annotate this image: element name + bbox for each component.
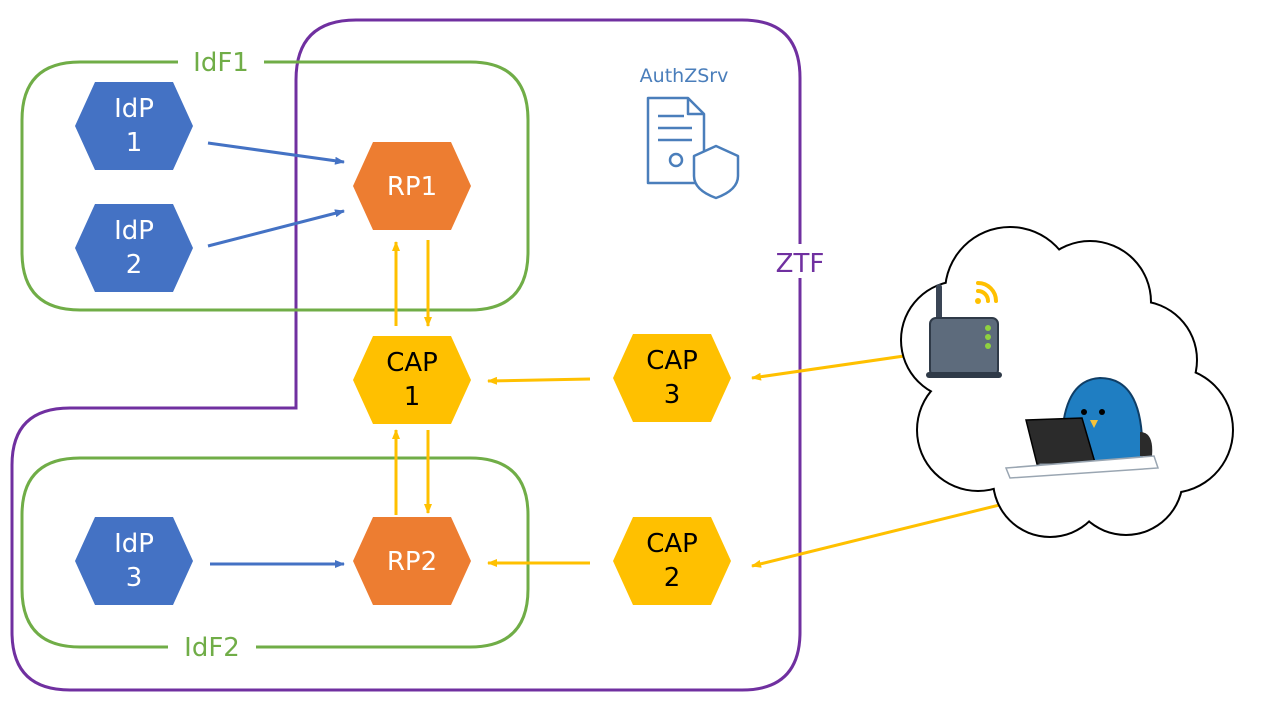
cap3-line2: 3 — [664, 380, 681, 410]
idp2-line1: IdP — [114, 216, 154, 246]
idp1-node: IdP 1 — [75, 82, 193, 170]
idf2-label: IdF2 — [184, 633, 240, 663]
server-shield-icon — [646, 96, 740, 200]
cap1-line1: CAP — [386, 348, 438, 378]
penguin-laptop-icon — [1004, 376, 1160, 479]
cap2-line2: 2 — [664, 563, 681, 593]
rp1-node: RP1 — [353, 142, 471, 230]
idf1-boundary — [20, 60, 530, 312]
ztf-boundary — [10, 18, 802, 692]
cloud-icon — [900, 226, 1234, 538]
cap2-line1: CAP — [646, 529, 698, 559]
idp2-line2: 2 — [126, 250, 143, 280]
cap1-line2: 1 — [404, 382, 421, 412]
wifi-signal-icon — [975, 281, 998, 304]
rp2-label: RP2 — [387, 547, 437, 577]
idp2-node: IdP 2 — [75, 204, 193, 292]
arrow-router-cap3 — [751, 352, 919, 381]
arrow-user-cap2 — [751, 492, 1045, 568]
arrow-cap3-cap1 — [487, 376, 591, 385]
rp1-label: RP1 — [387, 172, 437, 202]
wifi-router-icon — [926, 281, 1002, 378]
arrow-idp1-rp1 — [207, 141, 345, 165]
idp3-node: IdP 3 — [75, 517, 193, 605]
idf2-boundary — [20, 456, 530, 649]
cap2-node: CAP 2 — [613, 517, 731, 605]
arrow-idp2-rp1 — [207, 209, 345, 248]
authzsrv-label: AuthZSrv — [640, 65, 729, 87]
idp1-line2: 1 — [126, 128, 143, 158]
idp3-line1: IdP — [114, 529, 154, 559]
idp3-line2: 3 — [126, 563, 143, 593]
idf1-label: IdF1 — [193, 48, 249, 78]
cap3-node: CAP 3 — [613, 334, 731, 422]
cap1-node: CAP 1 — [353, 336, 471, 424]
cap3-line1: CAP — [646, 346, 698, 376]
ztf-label: ZTF — [776, 249, 825, 279]
idp1-line1: IdP — [114, 94, 154, 124]
rp2-node: RP2 — [353, 517, 471, 605]
